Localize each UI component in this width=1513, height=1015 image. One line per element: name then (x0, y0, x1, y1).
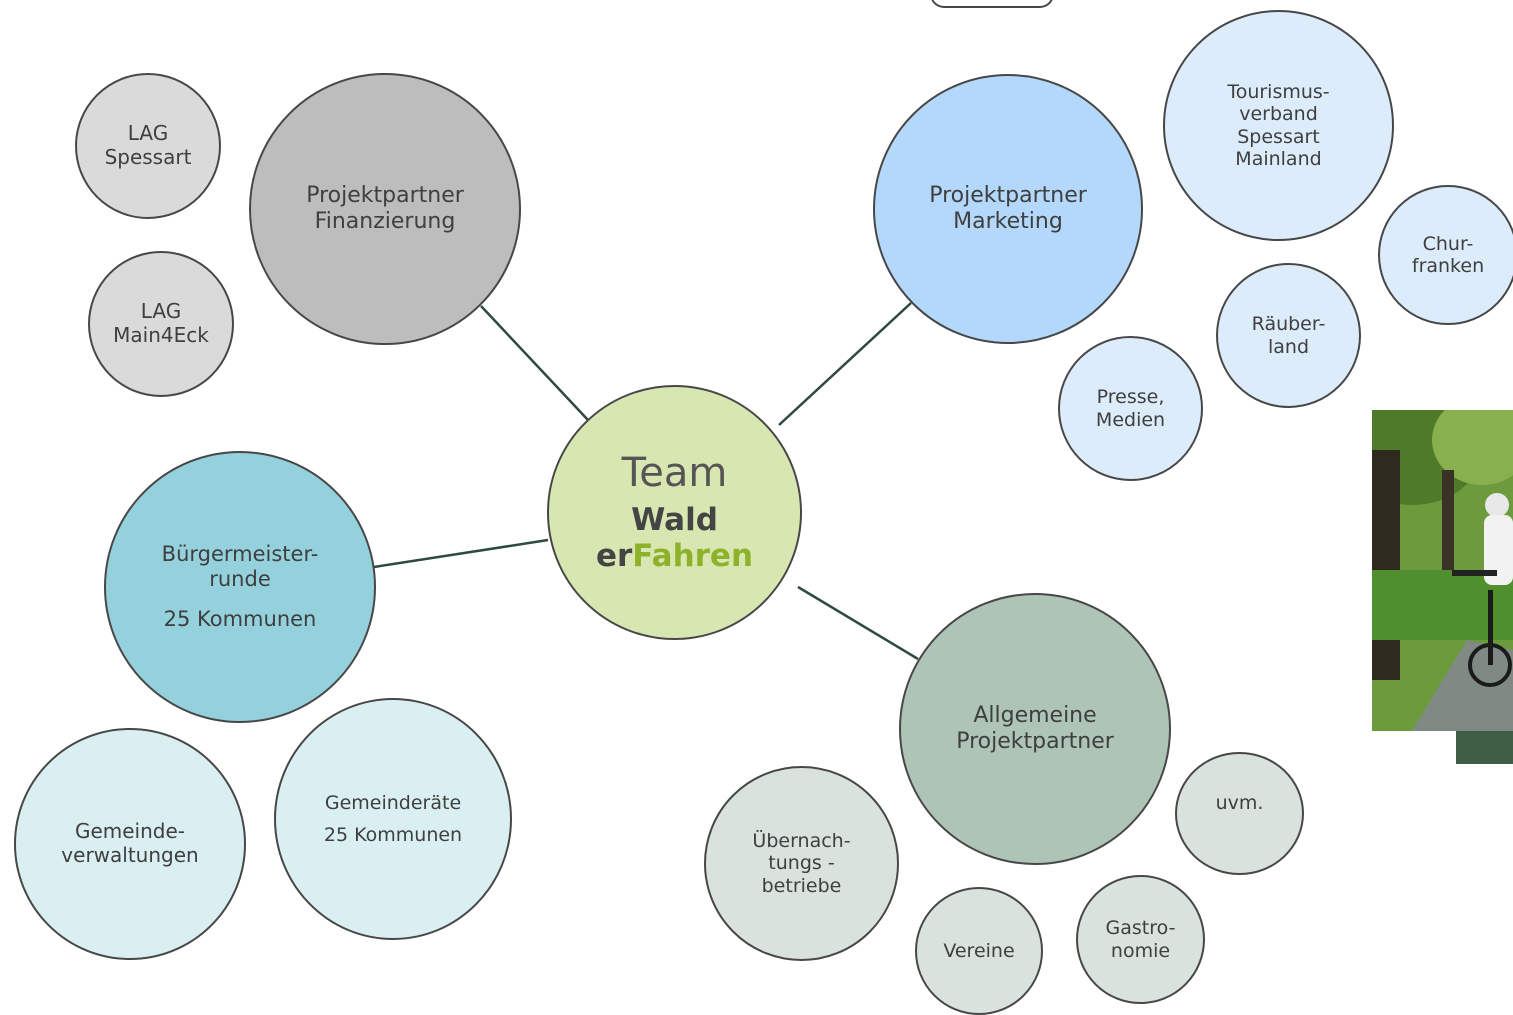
node-projektpartner-marketing: Projektpartner Marketing (873, 74, 1143, 344)
connector-marketing (778, 302, 912, 426)
node-label: Finanzierung (314, 209, 456, 234)
node-label: Spessart (1237, 125, 1320, 148)
connector-buergermeister (373, 538, 549, 569)
node-gemeinderaete: Gemeinderäte 25 Kommunen (274, 698, 512, 940)
node-label: LAG (140, 299, 182, 324)
node-uebernachtungsbetriebe: Übernach- tungs - betriebe (704, 766, 899, 961)
node-label: betriebe (761, 874, 842, 897)
top-bubble-edge (930, 0, 1054, 8)
node-label: Chur- (1422, 232, 1474, 255)
center-node: Team Wald erFahren (547, 385, 802, 640)
node-label: Vereine (943, 939, 1015, 962)
node-presse-medien: Presse, Medien (1058, 336, 1203, 481)
node-lag-spessart: LAG Spessart (75, 73, 221, 219)
node-label: Main4Eck (113, 323, 209, 347)
node-label: runde (209, 566, 271, 591)
center-line2: Wald (631, 501, 718, 538)
node-label: Marketing (953, 209, 1063, 234)
node-sub-label: 25 Kommunen (323, 824, 463, 846)
node-label: franken (1411, 255, 1485, 277)
connector-allgemeine (797, 585, 919, 661)
center-line3-prefix: er (595, 538, 633, 575)
center-line3: erFahren (596, 538, 753, 575)
node-uvm: uvm. (1175, 752, 1304, 875)
node-projektpartner-finanzierung: Projektpartner Finanzierung (249, 73, 521, 345)
node-label: verband (1239, 103, 1318, 126)
node-label: Gemeinde- (74, 819, 186, 844)
node-label: Bürgermeister- (161, 541, 319, 566)
cyclist-photo-illustration (1372, 410, 1513, 731)
node-label: Spessart (104, 145, 192, 169)
node-allgemeine-projektpartner: Allgemeine Projektpartner (899, 593, 1171, 865)
node-buergermeisterrunde: Bürgermeister- runde 25 Kommunen (104, 451, 376, 723)
node-label: Räuber- (1251, 313, 1326, 336)
node-label: Projektpartner (306, 183, 464, 209)
node-vereine: Vereine (915, 887, 1043, 1015)
node-label: Mainland (1235, 147, 1322, 170)
node-sub-label: 25 Kommunen (163, 607, 317, 632)
node-churfranken: Chur- franken (1378, 185, 1513, 325)
node-label: Gemeinderäte (324, 791, 462, 814)
node-gemeindeverwaltungen: Gemeinde- verwaltungen (14, 728, 246, 960)
node-label: Projektpartner (956, 729, 1114, 754)
cyclist-photo (1372, 410, 1513, 731)
node-label: Projektpartner (929, 183, 1087, 209)
center-line3-suffix: Fahren (632, 538, 754, 575)
photo-caption-bar (1456, 731, 1513, 764)
center-line1: Team (621, 450, 728, 497)
connector-finanzierung (480, 305, 589, 421)
node-raeuberland: Räuber- land (1216, 263, 1361, 408)
node-label: Übernach- (752, 829, 851, 852)
node-label: LAG (127, 121, 169, 146)
node-label: Tourismus- (1227, 80, 1330, 103)
node-label: Medien (1095, 408, 1166, 431)
node-label: tungs - (768, 852, 835, 875)
node-label: verwaltungen (61, 843, 199, 867)
node-label: land (1267, 335, 1310, 358)
node-label: Presse, (1096, 386, 1165, 409)
node-lag-main4eck: LAG Main4Eck (88, 251, 234, 397)
node-label: Gastro- (1105, 917, 1176, 940)
node-label: uvm. (1215, 792, 1264, 815)
node-label: Allgemeine (973, 703, 1097, 729)
node-tourismusverband: Tourismus- verband Spessart Mainland (1163, 10, 1394, 241)
node-label: nomie (1110, 939, 1171, 962)
node-gastronomie: Gastro- nomie (1076, 875, 1205, 1004)
